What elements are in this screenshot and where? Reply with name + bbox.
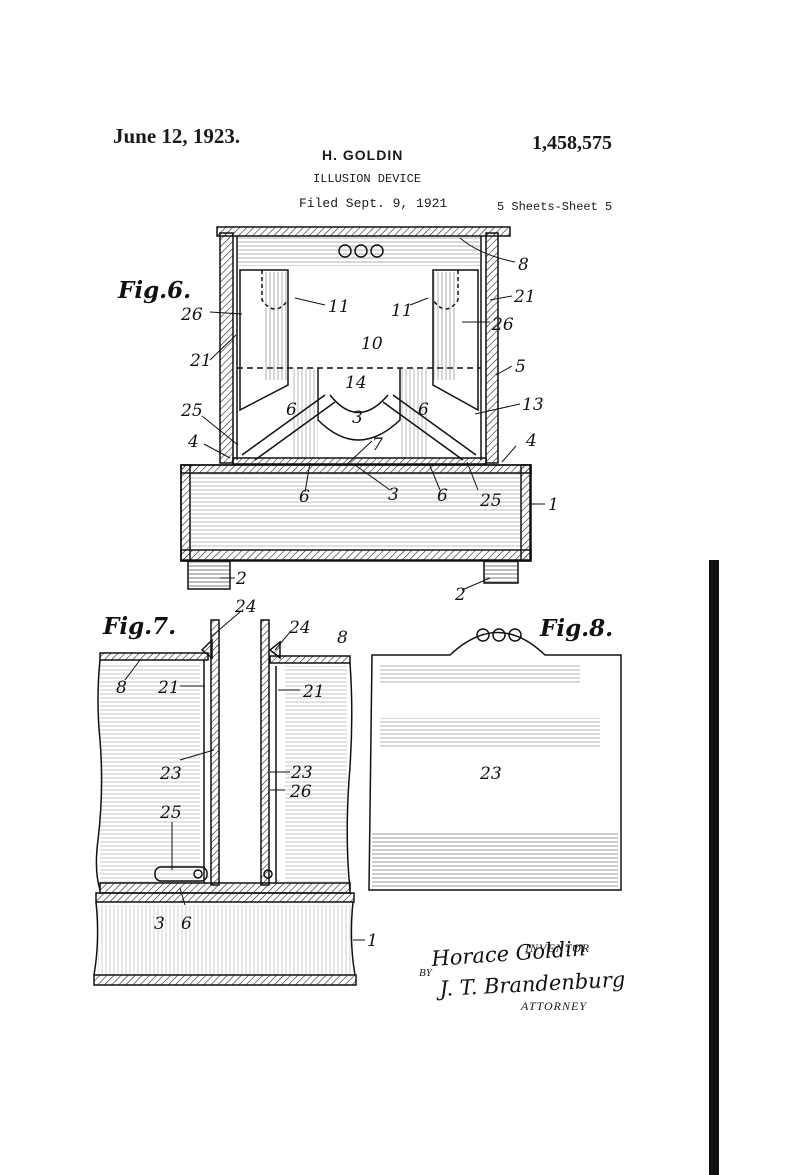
fig6-label-25b: 25	[479, 491, 502, 511]
fig6-label-3b: 3	[388, 485, 399, 505]
fig6-label-14: 14	[345, 373, 367, 393]
fig6-title: Fig.6.	[117, 277, 191, 304]
fig6-label-2b: 2	[454, 585, 466, 605]
fig6-label-6a: 6	[286, 400, 297, 420]
fig7-label-1: 1	[367, 931, 378, 951]
fig6-label-5: 5	[515, 357, 526, 377]
fig6-label-26a: 26	[180, 305, 203, 325]
fig7-label-26: 26	[289, 782, 312, 802]
fig7-label-25: 25	[159, 803, 182, 823]
filing-date: Filed Sept. 9, 1921	[299, 196, 448, 211]
invention-title: ILLUSION DEVICE	[313, 172, 422, 186]
fig6-label-6d: 6	[437, 486, 448, 506]
fig6-label-6b: 6	[418, 400, 429, 420]
fig7-label-21b: 21	[302, 682, 325, 702]
fig7-title: Fig.7.	[102, 613, 176, 640]
fig7-label-6: 6	[181, 914, 192, 934]
fig7-label-8a: 8	[116, 678, 127, 698]
fig6-drawing	[180, 226, 532, 590]
fig6-label-4b: 4	[525, 431, 537, 451]
fig6-label-8: 8	[518, 255, 529, 275]
attorney-caption: ATTORNEY	[521, 999, 588, 1013]
fig6-label-11a: 11	[328, 297, 350, 317]
fig6-label-10: 10	[361, 334, 383, 354]
fig6-label-21b: 21	[513, 287, 536, 307]
fig6-label-1: 1	[548, 495, 559, 515]
inventor-name: H. GOLDIN	[322, 147, 404, 163]
fig7-label-3: 3	[154, 914, 165, 934]
fig6-label-21a: 21	[189, 351, 212, 371]
fig8-title: Fig.8.	[539, 615, 613, 642]
fig6-label-2a: 2	[235, 569, 247, 589]
fig6-label-3a: 3	[352, 408, 363, 428]
patent-number: 1,458,575	[532, 132, 612, 154]
attorney-signature: J. T. Brandenburg	[435, 967, 626, 1001]
inventor-caption: INVENTOR	[525, 941, 591, 955]
fig7-label-23b: 23	[290, 763, 313, 783]
fig7-label-24b: 24	[288, 618, 311, 638]
by-caption: BY	[419, 967, 432, 979]
fig7-label-24a: 24	[234, 597, 257, 617]
fig6-label-7: 7	[372, 435, 383, 455]
fig8-label-23: 23	[479, 764, 502, 784]
fig7-label-23a: 23	[159, 764, 182, 784]
sheet-count: 5 Sheets-Sheet 5	[497, 200, 613, 214]
fig7-drawing	[93, 619, 357, 986]
fig6-label-26b: 26	[491, 315, 514, 335]
scan-edge-bar	[709, 560, 719, 1175]
fig6-label-11b: 11	[391, 301, 413, 321]
fig7-label-21a: 21	[157, 678, 180, 698]
fig6-label-25a: 25	[180, 401, 203, 421]
fig6-label-4a: 4	[187, 432, 199, 452]
fig6-label-13: 13	[522, 395, 544, 415]
fig7-label-8b: 8	[337, 628, 348, 648]
fig8-drawing	[368, 628, 622, 891]
patent-date: June 12, 1923.	[113, 124, 241, 148]
fig6-label-6c: 6	[299, 487, 310, 507]
leader-lines	[124, 237, 545, 941]
